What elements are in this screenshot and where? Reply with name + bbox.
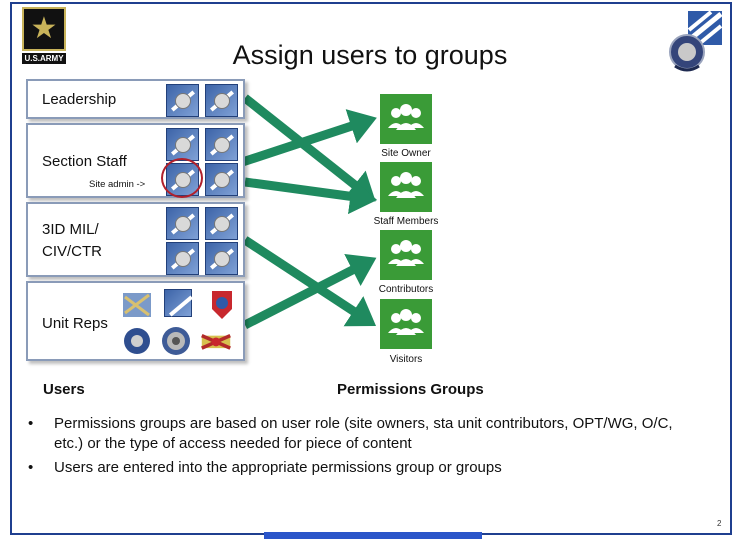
site-admin-label: Site admin -> bbox=[89, 179, 146, 190]
unit-insignia-icon bbox=[212, 291, 232, 319]
user-group-label: 3ID MIL/ CIV/CTR bbox=[42, 221, 102, 260]
permission-label: Site Owner bbox=[381, 148, 431, 159]
3id-patch-icon bbox=[166, 207, 199, 240]
unit-insignia-icon bbox=[162, 327, 190, 355]
army-star-icon: ★ bbox=[22, 7, 66, 51]
permission-group-contributors bbox=[380, 230, 432, 280]
users-group-icon bbox=[388, 309, 424, 335]
bullet-list: • Permissions groups are based on user r… bbox=[28, 414, 688, 482]
permissions-heading: Permissions Groups bbox=[337, 381, 484, 398]
bottom-band bbox=[264, 532, 482, 539]
army-logo: ★ U.S.ARMY bbox=[22, 7, 66, 65]
user-group-label: Unit Reps bbox=[42, 315, 108, 332]
unit-insignia-icon bbox=[123, 293, 151, 317]
page-number: 2 bbox=[717, 519, 722, 528]
unit-insignia-icon bbox=[201, 334, 231, 350]
permission-label: Visitors bbox=[389, 354, 423, 365]
permission-label: Contributors bbox=[378, 284, 434, 295]
3id-patch-icon bbox=[205, 128, 238, 161]
user-group-label: Section Staff bbox=[42, 153, 127, 170]
army-logo-text: U.S.ARMY bbox=[22, 53, 66, 64]
3id-patch-icon bbox=[205, 242, 238, 275]
page-title: Assign users to groups bbox=[232, 40, 508, 70]
permission-group-site-owner bbox=[380, 94, 432, 144]
users-group-icon bbox=[388, 240, 424, 266]
permission-label: Staff Members bbox=[373, 216, 439, 227]
3id-patch-icon bbox=[166, 128, 199, 161]
3id-patch-icon bbox=[166, 84, 199, 117]
permission-group-staff-members bbox=[380, 162, 432, 212]
users-group-icon bbox=[388, 104, 424, 130]
3id-patch-icon bbox=[665, 8, 725, 76]
bullet-dot: • bbox=[28, 459, 34, 476]
user-group-unit-reps: Unit Reps bbox=[26, 281, 245, 361]
3id-patch-icon bbox=[205, 84, 238, 117]
bullet-text: Permissions groups are based on user rol… bbox=[54, 415, 673, 452]
bullet-text: Users are entered into the appropriate p… bbox=[54, 459, 502, 476]
bullet-item: • Permissions groups are based on user r… bbox=[28, 414, 688, 454]
unit-insignia-icon bbox=[124, 328, 150, 354]
3id-patch-icon bbox=[205, 163, 238, 196]
bullet-item: • Users are entered into the appropriate… bbox=[28, 458, 688, 478]
users-group-icon bbox=[388, 172, 424, 198]
user-group-label: Leadership bbox=[42, 91, 117, 108]
3id-patch-icon bbox=[205, 207, 238, 240]
arrow-3id-to-visitors bbox=[242, 236, 377, 327]
3id-patch-icon bbox=[166, 242, 199, 275]
user-group-3id: 3ID MIL/ CIV/CTR bbox=[26, 202, 245, 277]
arrow-section-staff-to-staff-members bbox=[244, 177, 378, 215]
bullet-dot: • bbox=[28, 415, 34, 432]
arrow-unit-reps-to-contributors bbox=[242, 254, 377, 330]
3id-patch-icon bbox=[164, 289, 194, 317]
users-heading: Users bbox=[43, 381, 85, 398]
user-group-leadership: Leadership bbox=[26, 79, 245, 119]
site-admin-highlight bbox=[161, 158, 203, 198]
permission-group-visitors bbox=[380, 299, 432, 349]
